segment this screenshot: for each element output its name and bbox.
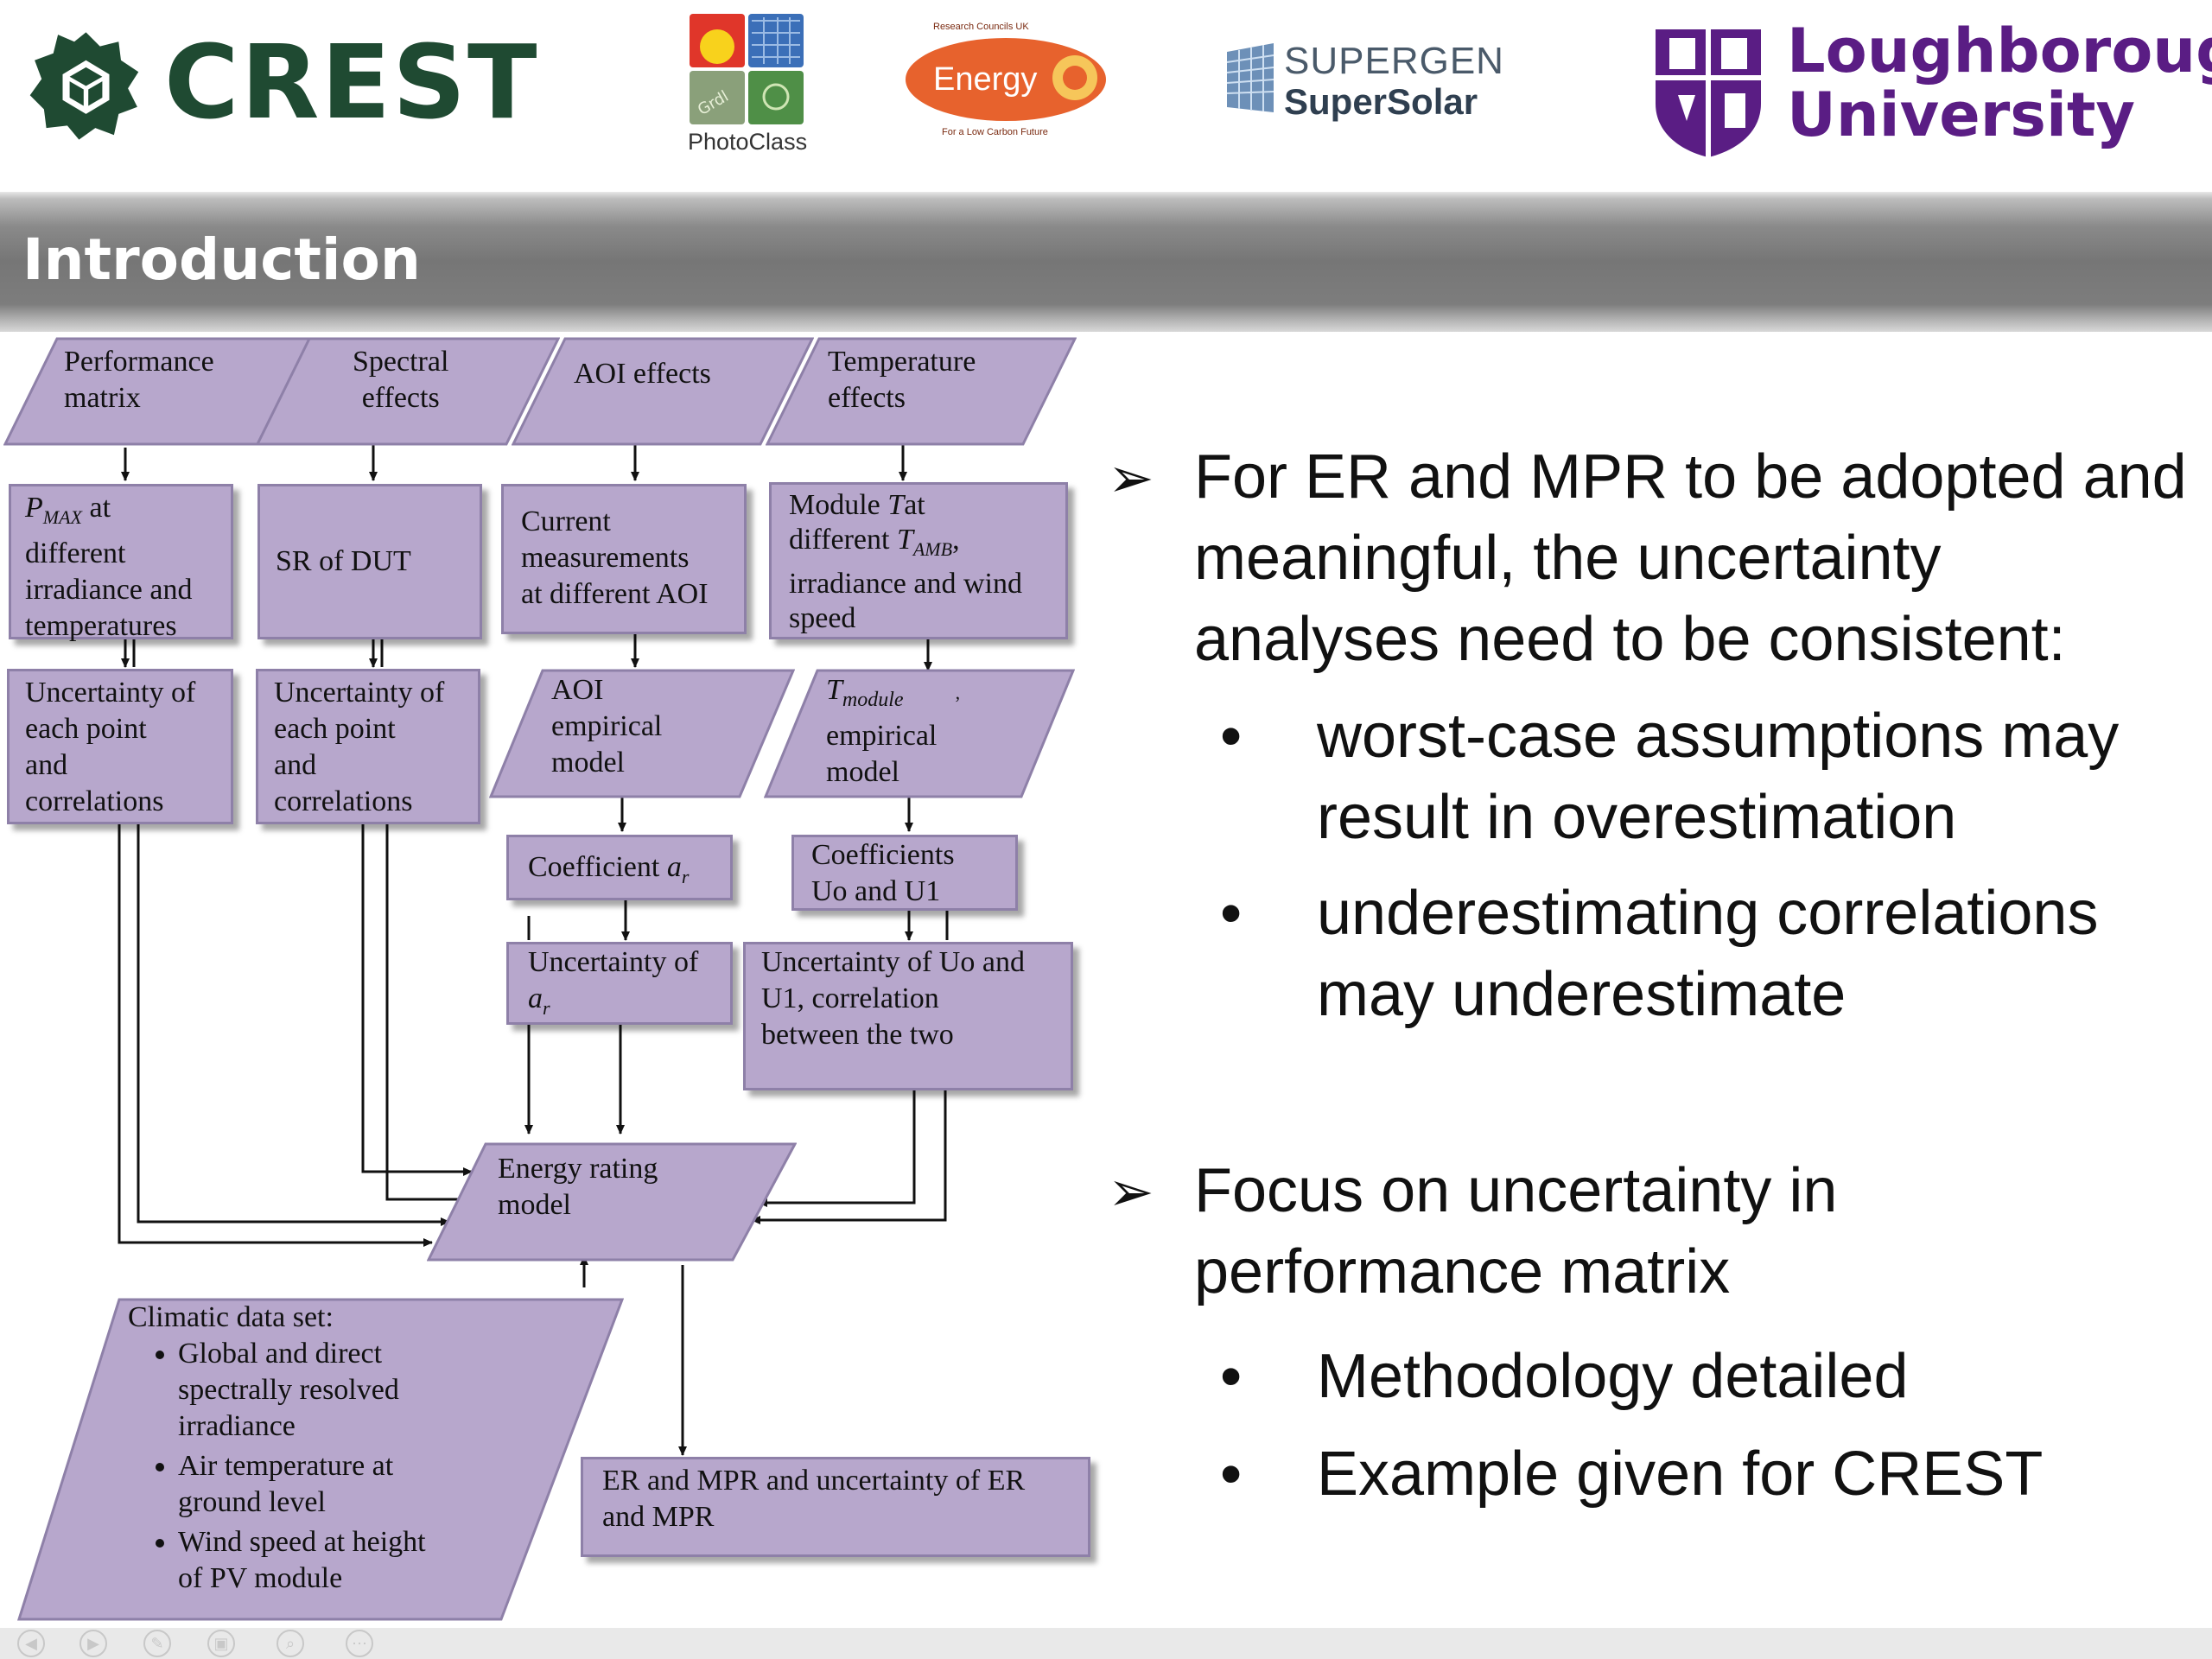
temperature-effects-node: Temperature effects: [766, 337, 1077, 446]
uncertainty-each-point-node-2: Uncertainty of each point and correlatio…: [256, 669, 480, 824]
uncertainty-each-point-node-1: Uncertainty of each point and correlatio…: [7, 669, 233, 824]
slide-title: Introduction: [22, 226, 421, 293]
crest-logo-text: CREST: [164, 22, 539, 142]
bullet-dot-icon: •: [1220, 1440, 1243, 1509]
more-icon[interactable]: ⋯: [346, 1630, 373, 1657]
photoclass-logo: Grdl PhotoClass: [688, 12, 807, 159]
spectral-effects-node: Spectral effects: [256, 337, 560, 446]
logo-header: CREST Grdl PhotoClass Energy Research Co…: [0, 0, 2212, 192]
loughborough-line: Loughborough: [1787, 16, 2212, 86]
loughborough-university-text: Loughborough University: [1787, 19, 2212, 147]
current-measurements-node: Current measurements at different AOI: [501, 484, 747, 634]
tmodule-empirical-model-node: Tmodule, empirical model: [764, 669, 1075, 798]
arrow-bullet-icon: ➢: [1108, 1160, 1154, 1224]
loughborough-shield-icon: [1656, 29, 1761, 157]
coefficient-ar-node: Coefficient ar: [506, 835, 733, 900]
flowchart-arrows: [118, 444, 949, 1456]
photoclass-icon: Grdl: [690, 14, 804, 124]
rcuk-arc-text: Research Councils UK: [933, 22, 1029, 32]
energy-rating-flowchart: Performance matrix Spectral effects AOI …: [0, 332, 1106, 1628]
performance-matrix-node: Performance matrix: [3, 337, 313, 446]
previous-slide-icon[interactable]: ◀: [17, 1630, 45, 1657]
zoom-icon[interactable]: ⌕: [276, 1630, 304, 1657]
uncertainty-ar-node: Uncertainty of ar: [506, 942, 733, 1025]
crest-logo-icon: [29, 32, 139, 140]
low-carbon-arc-text: For a Low Carbon Future: [942, 127, 1048, 137]
energy-rating-model-node: Energy rating model: [427, 1142, 797, 1262]
aoi-effects-node: AOI effects: [512, 337, 814, 446]
title-band: Introduction: [0, 192, 2212, 332]
supersolar-text: SuperSolar: [1284, 81, 1478, 122]
pen-icon[interactable]: ✎: [143, 1630, 171, 1657]
bullet-dot-icon: •: [1220, 702, 1243, 771]
presentation-toolbar: ◀ ▶ ✎ ▣ ⌕ ⋯: [0, 1628, 2212, 1659]
supergen-text: SUPERGEN: [1284, 40, 1504, 82]
sr-dut-node: SR of DUT: [257, 484, 482, 639]
pmax-node: PMAX at different irradiance and tempera…: [9, 484, 233, 642]
university-line: University: [1787, 79, 2136, 150]
solar-panel-icon: [1226, 43, 1274, 112]
uncertainty-uo-u1-node: Uncertainty of Uo and U1, correlation be…: [743, 942, 1073, 1090]
coefficients-uo-u1-node: Coefficients Uo and U1: [791, 835, 1018, 911]
climatic-title: Climatic data set:: [128, 1301, 334, 1333]
bullet-dot-icon: •: [1220, 879, 1243, 948]
slides-icon[interactable]: ▣: [207, 1630, 235, 1657]
climatic-data-set-node: Climatic data set: Global and direct spe…: [17, 1298, 624, 1621]
climatic-item-wind-speed: Wind speed at height of PV module: [178, 1524, 426, 1597]
climatic-item-irradiance: Global and direct spectrally resolved ir…: [178, 1336, 426, 1445]
energy-word: Energy: [933, 61, 1037, 98]
module-t-node: Module Tat different TAMB, irradiance an…: [769, 482, 1068, 639]
bullet-dot-icon: •: [1220, 1342, 1243, 1411]
next-slide-icon[interactable]: ▶: [79, 1630, 107, 1657]
aoi-empirical-model-node: AOI empirical model: [489, 669, 795, 798]
climatic-item-air-temperature: Air temperature at ground level: [178, 1448, 426, 1521]
rcuk-energy-logo: Energy Research Councils UK For a Low Ca…: [906, 22, 1106, 137]
supergen-logo: SUPERGEN SuperSolar: [1218, 38, 1503, 124]
photoclass-text: PhotoClass: [688, 129, 808, 155]
er-mpr-output-node: ER and MPR and uncertainty of ER and MPR: [581, 1457, 1090, 1557]
arrow-bullet-icon: ➢: [1108, 447, 1154, 511]
